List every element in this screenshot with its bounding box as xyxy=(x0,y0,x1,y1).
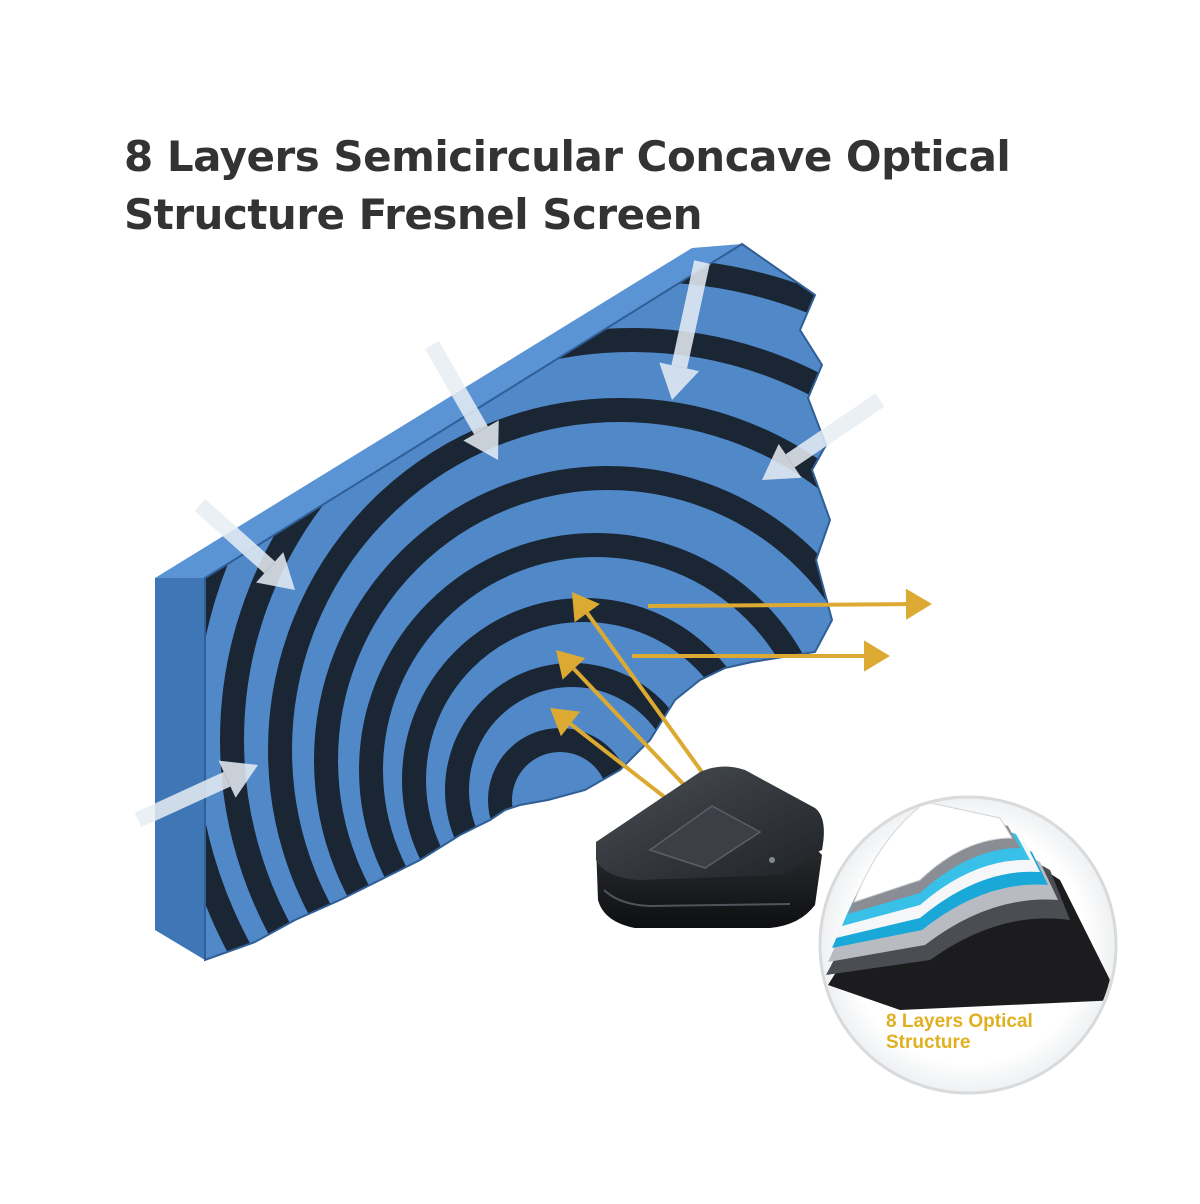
projector-led xyxy=(769,857,775,863)
screen-side-face xyxy=(155,578,205,960)
page-title-line-1: 8 Layers Semicircular Concave Optical xyxy=(124,132,1010,181)
ultra-short-throw-projector-icon xyxy=(596,766,824,928)
page-title-line-2: Structure Fresnel Screen xyxy=(124,190,702,239)
layer-structure-inset: 8 Layers Optical Structure xyxy=(820,797,1120,1093)
inset-caption-line-2: Structure xyxy=(886,1032,970,1053)
inset-caption-line-1: 8 Layers Optical xyxy=(886,1011,1033,1032)
